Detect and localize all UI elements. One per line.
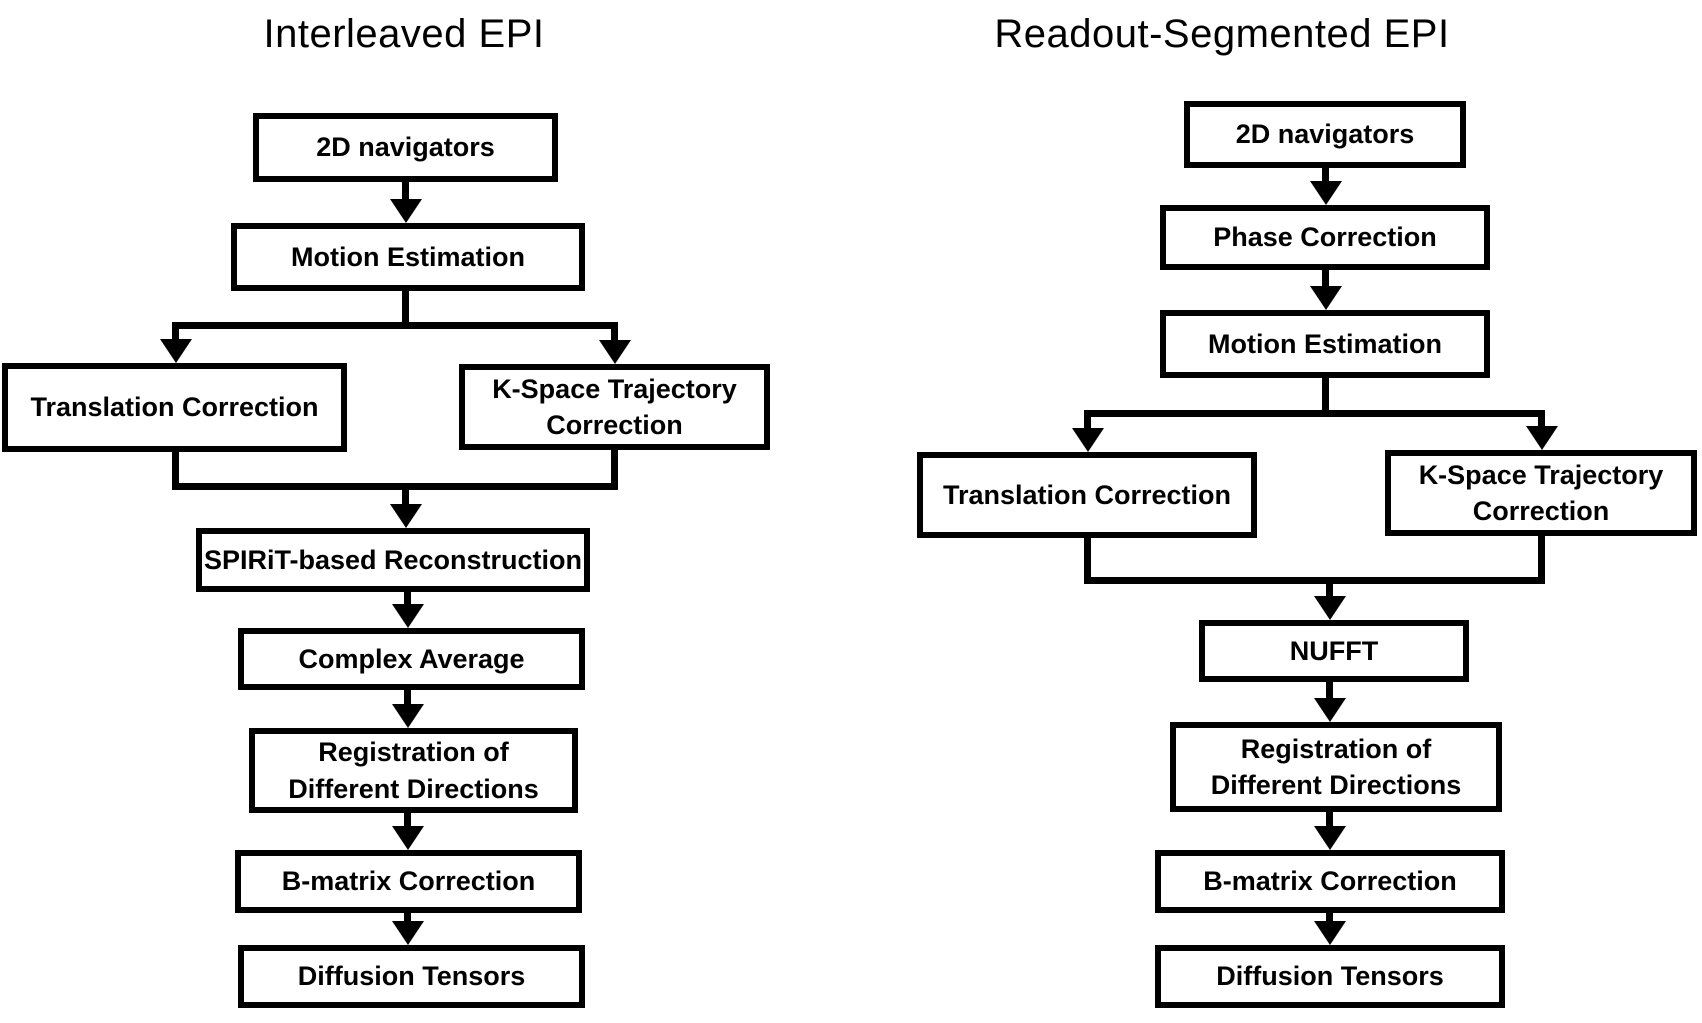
node-translation-correction-rsepi: Translation Correction bbox=[917, 452, 1257, 538]
node-bmatrix-correction-interleaved: B-matrix Correction bbox=[235, 850, 582, 913]
edge-merge-line bbox=[1084, 577, 1545, 584]
edge-arrowhead bbox=[1314, 596, 1346, 620]
node-diffusion-tensors-rsepi: Diffusion Tensors bbox=[1155, 945, 1505, 1008]
edge-arrowhead bbox=[1072, 428, 1104, 452]
chart-title-interleaved-epi: Interleaved EPI bbox=[263, 12, 545, 56]
edge-arrowhead bbox=[1314, 826, 1346, 850]
edge-arrowhead bbox=[390, 504, 422, 528]
node-translation-correction-interleaved: Translation Correction bbox=[2, 363, 347, 452]
node-diffusion-tensors-interleaved: Diffusion Tensors bbox=[238, 945, 585, 1008]
edge-stem bbox=[1084, 417, 1091, 429]
edge-stem bbox=[404, 690, 411, 705]
edge-arrowhead bbox=[599, 340, 631, 364]
node-registration-of-different-directions-interleaved: Registration of Different Directions bbox=[249, 728, 578, 813]
edge-stem bbox=[1326, 682, 1333, 699]
edge-stem bbox=[402, 182, 409, 202]
edge-arrowhead bbox=[392, 704, 424, 728]
chart-title-readout-segmented-epi: Readout-Segmented EPI bbox=[994, 12, 1450, 56]
node-motion-estimation-rsepi: Motion Estimation bbox=[1160, 310, 1490, 378]
edge-arrowhead bbox=[1310, 286, 1342, 310]
edge-stem bbox=[1538, 536, 1545, 584]
edge-arrowhead bbox=[1314, 698, 1346, 722]
edge-stem bbox=[611, 450, 618, 490]
edge-arrowhead bbox=[392, 604, 424, 628]
node-bmatrix-correction-rsepi: B-matrix Correction bbox=[1155, 850, 1505, 913]
edge-stem bbox=[1084, 538, 1091, 584]
node-phase-correction: Phase Correction bbox=[1160, 205, 1490, 270]
node-2d-navigators-rsepi: 2D navigators bbox=[1184, 101, 1466, 168]
node-motion-estimation-interleaved: Motion Estimation bbox=[231, 223, 585, 291]
edge-stem bbox=[404, 813, 411, 827]
node-kspace-trajectory-correction-interleaved: K-Space Trajectory Correction bbox=[459, 364, 770, 450]
edge-stem bbox=[172, 329, 179, 341]
edge-arrowhead bbox=[392, 826, 424, 850]
node-spirit-based-reconstruction: SPIRiT-based Reconstruction bbox=[196, 528, 590, 592]
edge-arrowhead bbox=[1314, 921, 1346, 945]
edge-branch-line bbox=[1084, 410, 1545, 417]
node-registration-of-different-directions-rsepi: Registration of Different Directions bbox=[1170, 722, 1502, 812]
edge-stem bbox=[402, 291, 409, 329]
edge-arrowhead bbox=[392, 921, 424, 945]
edge-stem bbox=[404, 592, 411, 606]
node-2d-navigators-interleaved: 2D navigators bbox=[253, 113, 558, 182]
node-nufft: NUFFT bbox=[1199, 620, 1469, 682]
edge-stem bbox=[1322, 378, 1329, 417]
edge-stem bbox=[1538, 417, 1545, 427]
edge-branch-line bbox=[172, 322, 618, 329]
edge-stem bbox=[611, 329, 618, 341]
edge-stem bbox=[1322, 270, 1329, 287]
node-complex-average: Complex Average bbox=[238, 628, 585, 690]
edge-stem bbox=[1322, 168, 1329, 182]
edge-stem bbox=[402, 490, 409, 505]
edge-merge-line bbox=[172, 483, 618, 490]
node-kspace-trajectory-correction-rsepi: K-Space Trajectory Correction bbox=[1385, 450, 1697, 536]
edge-arrowhead bbox=[1310, 181, 1342, 205]
edge-stem bbox=[1326, 584, 1333, 597]
edge-arrowhead bbox=[390, 199, 422, 223]
edge-arrowhead bbox=[160, 339, 192, 363]
edge-stem bbox=[172, 452, 179, 490]
edge-stem bbox=[1326, 913, 1333, 923]
edge-stem bbox=[404, 913, 411, 923]
edge-stem bbox=[1326, 812, 1333, 827]
edge-arrowhead bbox=[1526, 426, 1558, 450]
